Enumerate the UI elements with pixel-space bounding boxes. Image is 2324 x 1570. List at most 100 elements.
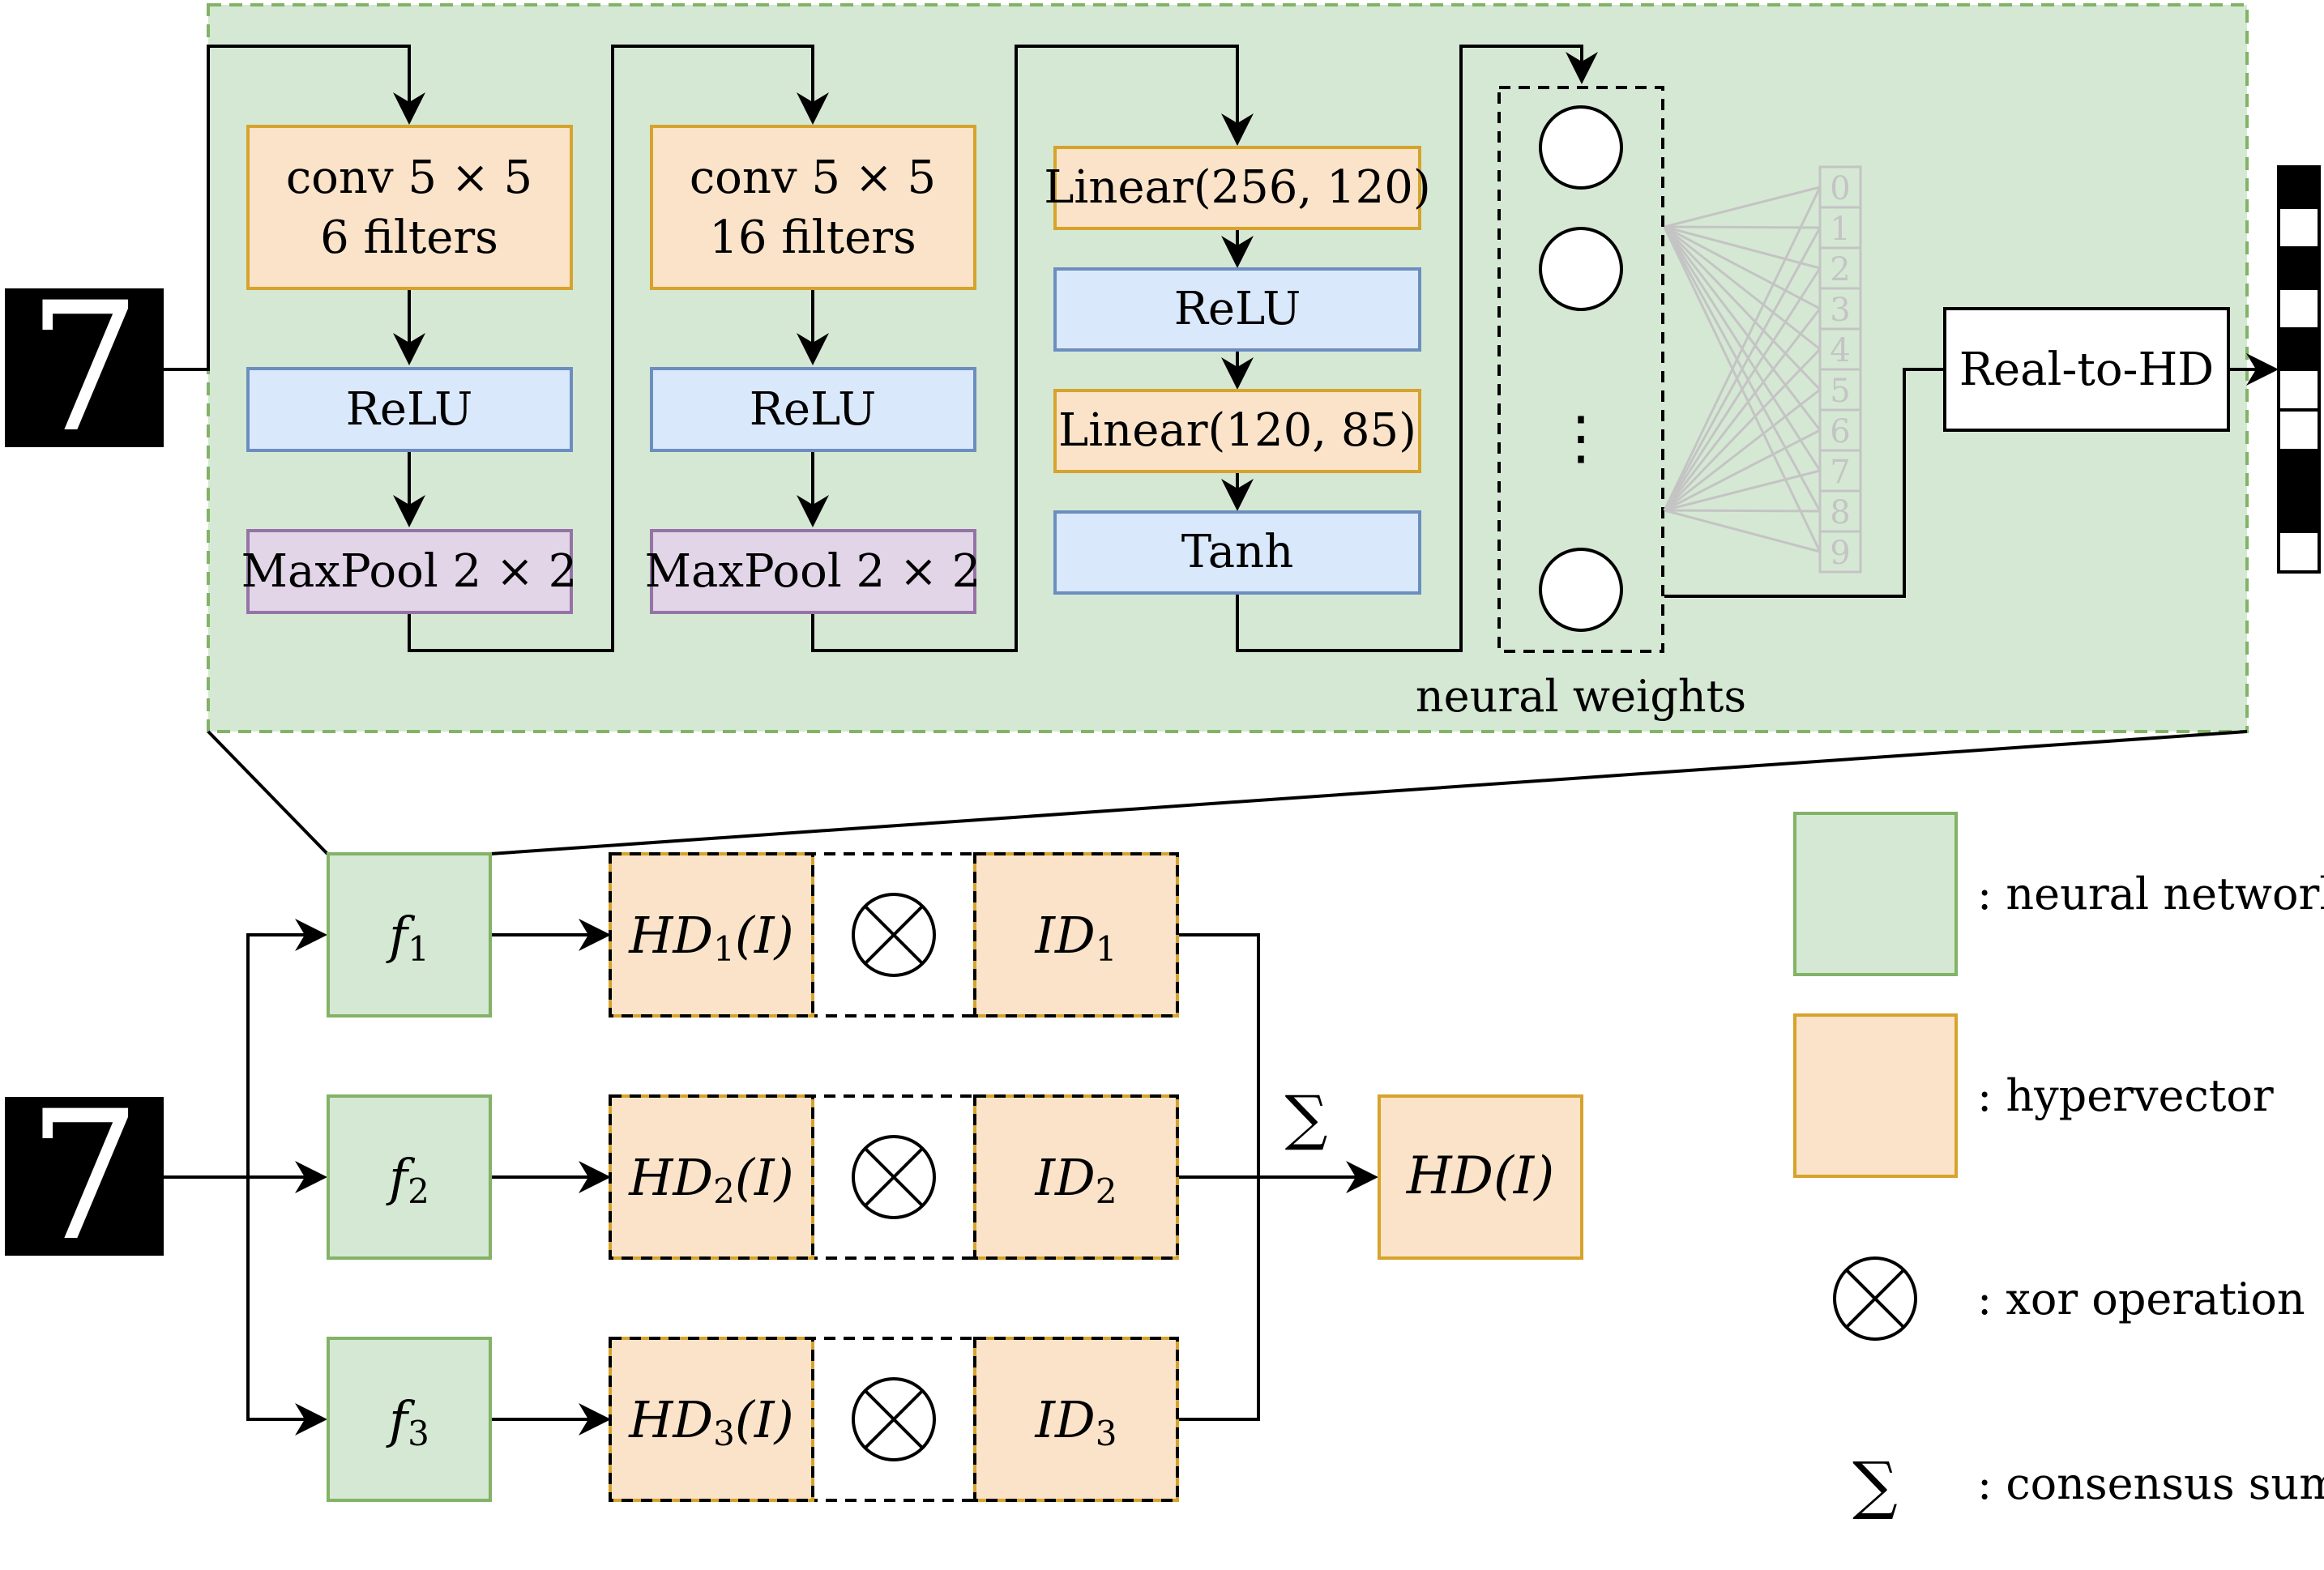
fc-line [1663,226,1822,431]
zoom-line-right [489,730,2248,855]
consensus-sum-symbol: ∑ [1285,1083,1328,1153]
conv-block-1-line2: 6 filters [320,211,498,264]
fc-line [1664,469,1821,512]
xor-cross-row-2 [864,1147,924,1207]
input-image-bottom: 7 [5,1073,164,1280]
hypervector-bit [2277,530,2321,574]
output-class-label: 8 [1830,494,1850,531]
input-image-top: 7 [5,264,164,471]
relu-block-1 [246,367,573,452]
maxpool-block-2-label: MaxPool 2 × 2 [645,545,981,598]
fc-line [1664,225,1821,351]
id2-box-dash [973,1094,1179,1260]
hypervector-bit [2277,327,2321,371]
output-class-label: 0 [1830,170,1850,207]
hypervector-bit [2277,449,2321,493]
tanh-block [1053,510,1421,595]
xor-cross-row-3 [864,1389,924,1449]
legend-hv-label: : hypervector [1977,1070,2274,1121]
zoom-line-left [207,730,329,855]
output-class-box [1818,530,1862,574]
fc-line [1663,348,1822,512]
hd2-box-dash [609,1094,814,1260]
hd-output-label: HD(I) [1406,1146,1554,1206]
id1-box [973,852,1179,1018]
fc-connection-lines [1663,186,1822,553]
hypervector-bit [2277,206,2321,250]
model-f3 [327,1337,492,1502]
hd1-box [609,852,814,1018]
conv-block-2-line2: 16 filters [709,211,916,264]
legend-nn-label: : neural network [1977,868,2324,919]
model-f2 [327,1094,492,1260]
digit-seven-bottom: 7 [28,1073,141,1280]
output-class-label: 6 [1830,413,1850,450]
output-class-label: 9 [1830,535,1850,572]
ensemble-flow-lines [164,919,1378,1436]
fc-line [1663,226,1822,471]
id2-label: ID2 [1035,1148,1117,1211]
output-class-label: 2 [1830,251,1850,288]
hypervector-bit [2277,489,2321,533]
hd-output-box [1378,1094,1583,1260]
conv-block-2 [650,125,976,290]
linear-block-2-label: Linear(120, 85) [1058,404,1416,457]
hypervector-bit [2277,165,2321,209]
relu-block-2 [650,367,976,452]
xor-cross-row-1 [864,905,924,965]
model-f3-label: f3 [386,1390,429,1453]
hypervector-output-strip [2277,165,2321,574]
hd1-label: HD1(I) [628,906,793,969]
legend-sum-label: : consensus sum [1977,1458,2324,1509]
fc-line [1664,225,1821,229]
maxpool-block-2 [650,529,976,614]
hypervector-bit [2277,246,2321,290]
output-class-label: 5 [1830,373,1850,410]
hypervector-bit [2277,287,2321,331]
real-to-hd-box [1943,307,2230,432]
relu-block-1-label: ReLU [346,383,473,436]
output-class-label: 4 [1830,332,1850,369]
conv-block-2-line1: conv 5 × 5 [690,151,936,204]
conv-block-1-line1: conv 5 × 5 [286,151,532,204]
real-to-hd-label: Real-to-HD [1959,343,2214,396]
output-class-label: 7 [1830,454,1850,491]
legend-sum-icon: ∑ [1852,1449,1898,1522]
tanh-block-label: Tanh [1181,526,1294,578]
legend-nn-swatch [1793,812,1958,976]
fc-line [1663,226,1822,512]
hd3-label: HD3(I) [628,1390,793,1453]
fc-line [1664,388,1821,512]
maxpool-block-1 [246,529,573,614]
legend-hv-swatch [1793,1013,1958,1178]
linear-block-1-label: Linear(256, 120) [1044,161,1431,214]
fc-line [1663,226,1822,552]
digit-seven-top: 7 [28,264,141,471]
hd1-box-dash [609,852,814,1018]
neuron-2 [1539,227,1623,311]
fc-line [1664,509,1821,513]
fc-line [1663,225,1822,391]
neural-weights-label: neural weights [1416,671,1746,722]
fc-line [1663,308,1822,511]
neuron-1 [1539,105,1623,190]
maxpool-block-1-label: MaxPool 2 × 2 [241,545,578,598]
id1-box-dash [973,852,1179,1018]
id3-box-dash [973,1337,1179,1502]
fc-line [1664,429,1821,512]
relu-block-3 [1053,267,1421,352]
output-class-label: 3 [1830,292,1850,329]
relu-block-2-label: ReLU [750,383,877,436]
id2-box [973,1094,1179,1260]
model-f1 [327,852,492,1018]
fc-line [1664,225,1821,310]
linear-block-1 [1053,146,1421,230]
hypervector-bit [2277,368,2321,412]
hd2-label: HD2(I) [628,1148,793,1211]
hd3-box-dash [609,1337,814,1502]
neuron-last [1539,548,1623,632]
id3-label: ID3 [1035,1390,1117,1453]
fc-line [1664,509,1821,553]
